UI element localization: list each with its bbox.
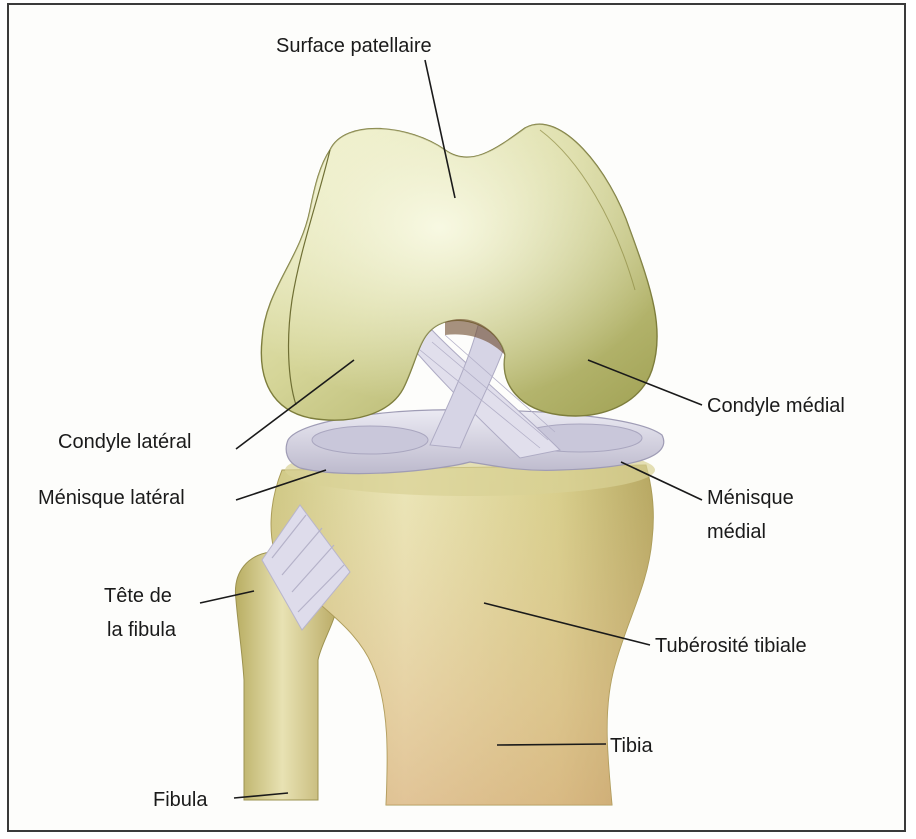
label-surface-patellaire: Surface patellaire (276, 35, 432, 57)
label-menisque-lateral: Ménisque latéral (38, 487, 185, 509)
label-tuberosite-tibiale: Tubérosité tibiale (655, 635, 807, 657)
leader-tibia (497, 744, 606, 745)
label-tibia: Tibia (610, 735, 653, 757)
label-fibula: Fibula (153, 789, 208, 811)
label-tete-fibula-line2: la fibula (107, 619, 177, 641)
label-tete-fibula-line1: Tête de (104, 585, 172, 607)
label-condyle-medial: Condyle médial (707, 395, 845, 417)
label-condyle-lateral: Condyle latéral (58, 431, 191, 453)
label-menisque-medial-line1: Ménisque (707, 487, 794, 509)
label-menisque-medial-line2: médial (707, 521, 766, 543)
